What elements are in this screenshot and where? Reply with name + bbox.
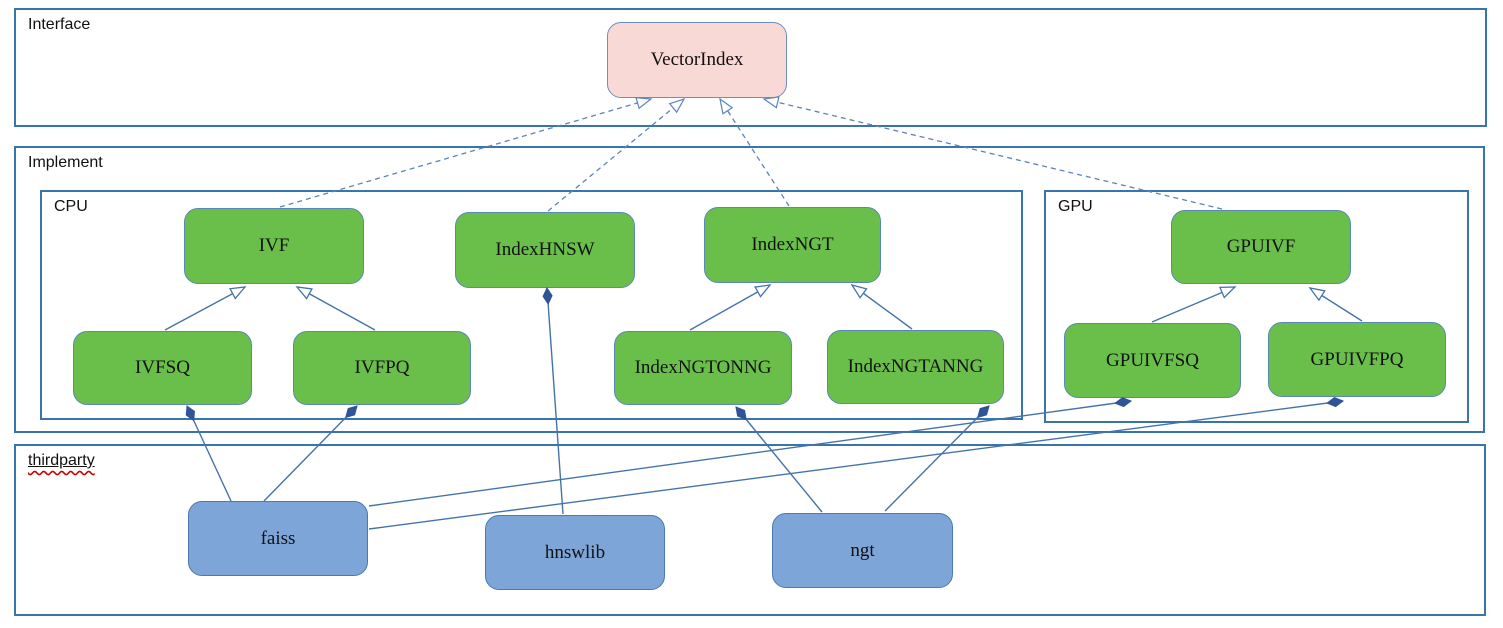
node-hnswlib-label: hnswlib: [544, 541, 606, 563]
node-faiss-label: faiss: [260, 527, 296, 549]
container-cpu-label: CPU: [54, 198, 88, 215]
container-interface-label: Interface: [28, 16, 91, 33]
node-vectorindex-label: VectorIndex: [650, 49, 744, 70]
node-gpuivfsq[interactable]: GPUIVFSQ: [1064, 323, 1241, 398]
node-ivf[interactable]: IVF: [184, 208, 364, 284]
node-ngt[interactable]: ngt: [772, 513, 953, 588]
node-indexngtanng-label: IndexNGTANNG: [847, 356, 984, 377]
node-ivfsq-label: IVFSQ: [135, 357, 190, 378]
node-vectorindex[interactable]: VectorIndex: [607, 22, 787, 98]
node-indexngtonng-label: IndexNGTONNG: [634, 357, 772, 378]
node-gpuivfsq-label: GPUIVFSQ: [1106, 349, 1199, 371]
container-implement-label: Implement: [28, 154, 103, 171]
node-gpuivf[interactable]: GPUIVF: [1171, 210, 1351, 284]
node-indexngtanng[interactable]: IndexNGTANNG: [827, 330, 1004, 404]
node-ivfsq[interactable]: IVFSQ: [73, 331, 252, 405]
node-ivfpq-label: IVFPQ: [354, 357, 410, 378]
node-gpuivfpq-label: GPUIVFPQ: [1310, 348, 1404, 370]
thirdparty-misspell-wave: thirdparty: [28, 452, 95, 469]
node-indexngt[interactable]: IndexNGT: [704, 207, 881, 283]
node-ngt-label: ngt: [850, 539, 875, 561]
node-ivf-label: IVF: [258, 235, 290, 256]
node-indexngt-label: IndexNGT: [751, 234, 834, 255]
node-faiss[interactable]: faiss: [188, 501, 368, 576]
node-indexngtonng[interactable]: IndexNGTONNG: [614, 331, 792, 405]
node-gpuivf-label: GPUIVF: [1226, 236, 1296, 257]
node-indexhnsw-label: IndexHNSW: [495, 239, 595, 260]
container-thirdparty-label: thirdparty: [28, 452, 95, 470]
node-gpuivfpq[interactable]: GPUIVFPQ: [1268, 322, 1446, 397]
node-ivfpq[interactable]: IVFPQ: [293, 331, 471, 405]
node-indexhnsw[interactable]: IndexHNSW: [455, 212, 635, 288]
container-gpu-label: GPU: [1058, 198, 1093, 215]
node-hnswlib[interactable]: hnswlib: [485, 515, 665, 590]
